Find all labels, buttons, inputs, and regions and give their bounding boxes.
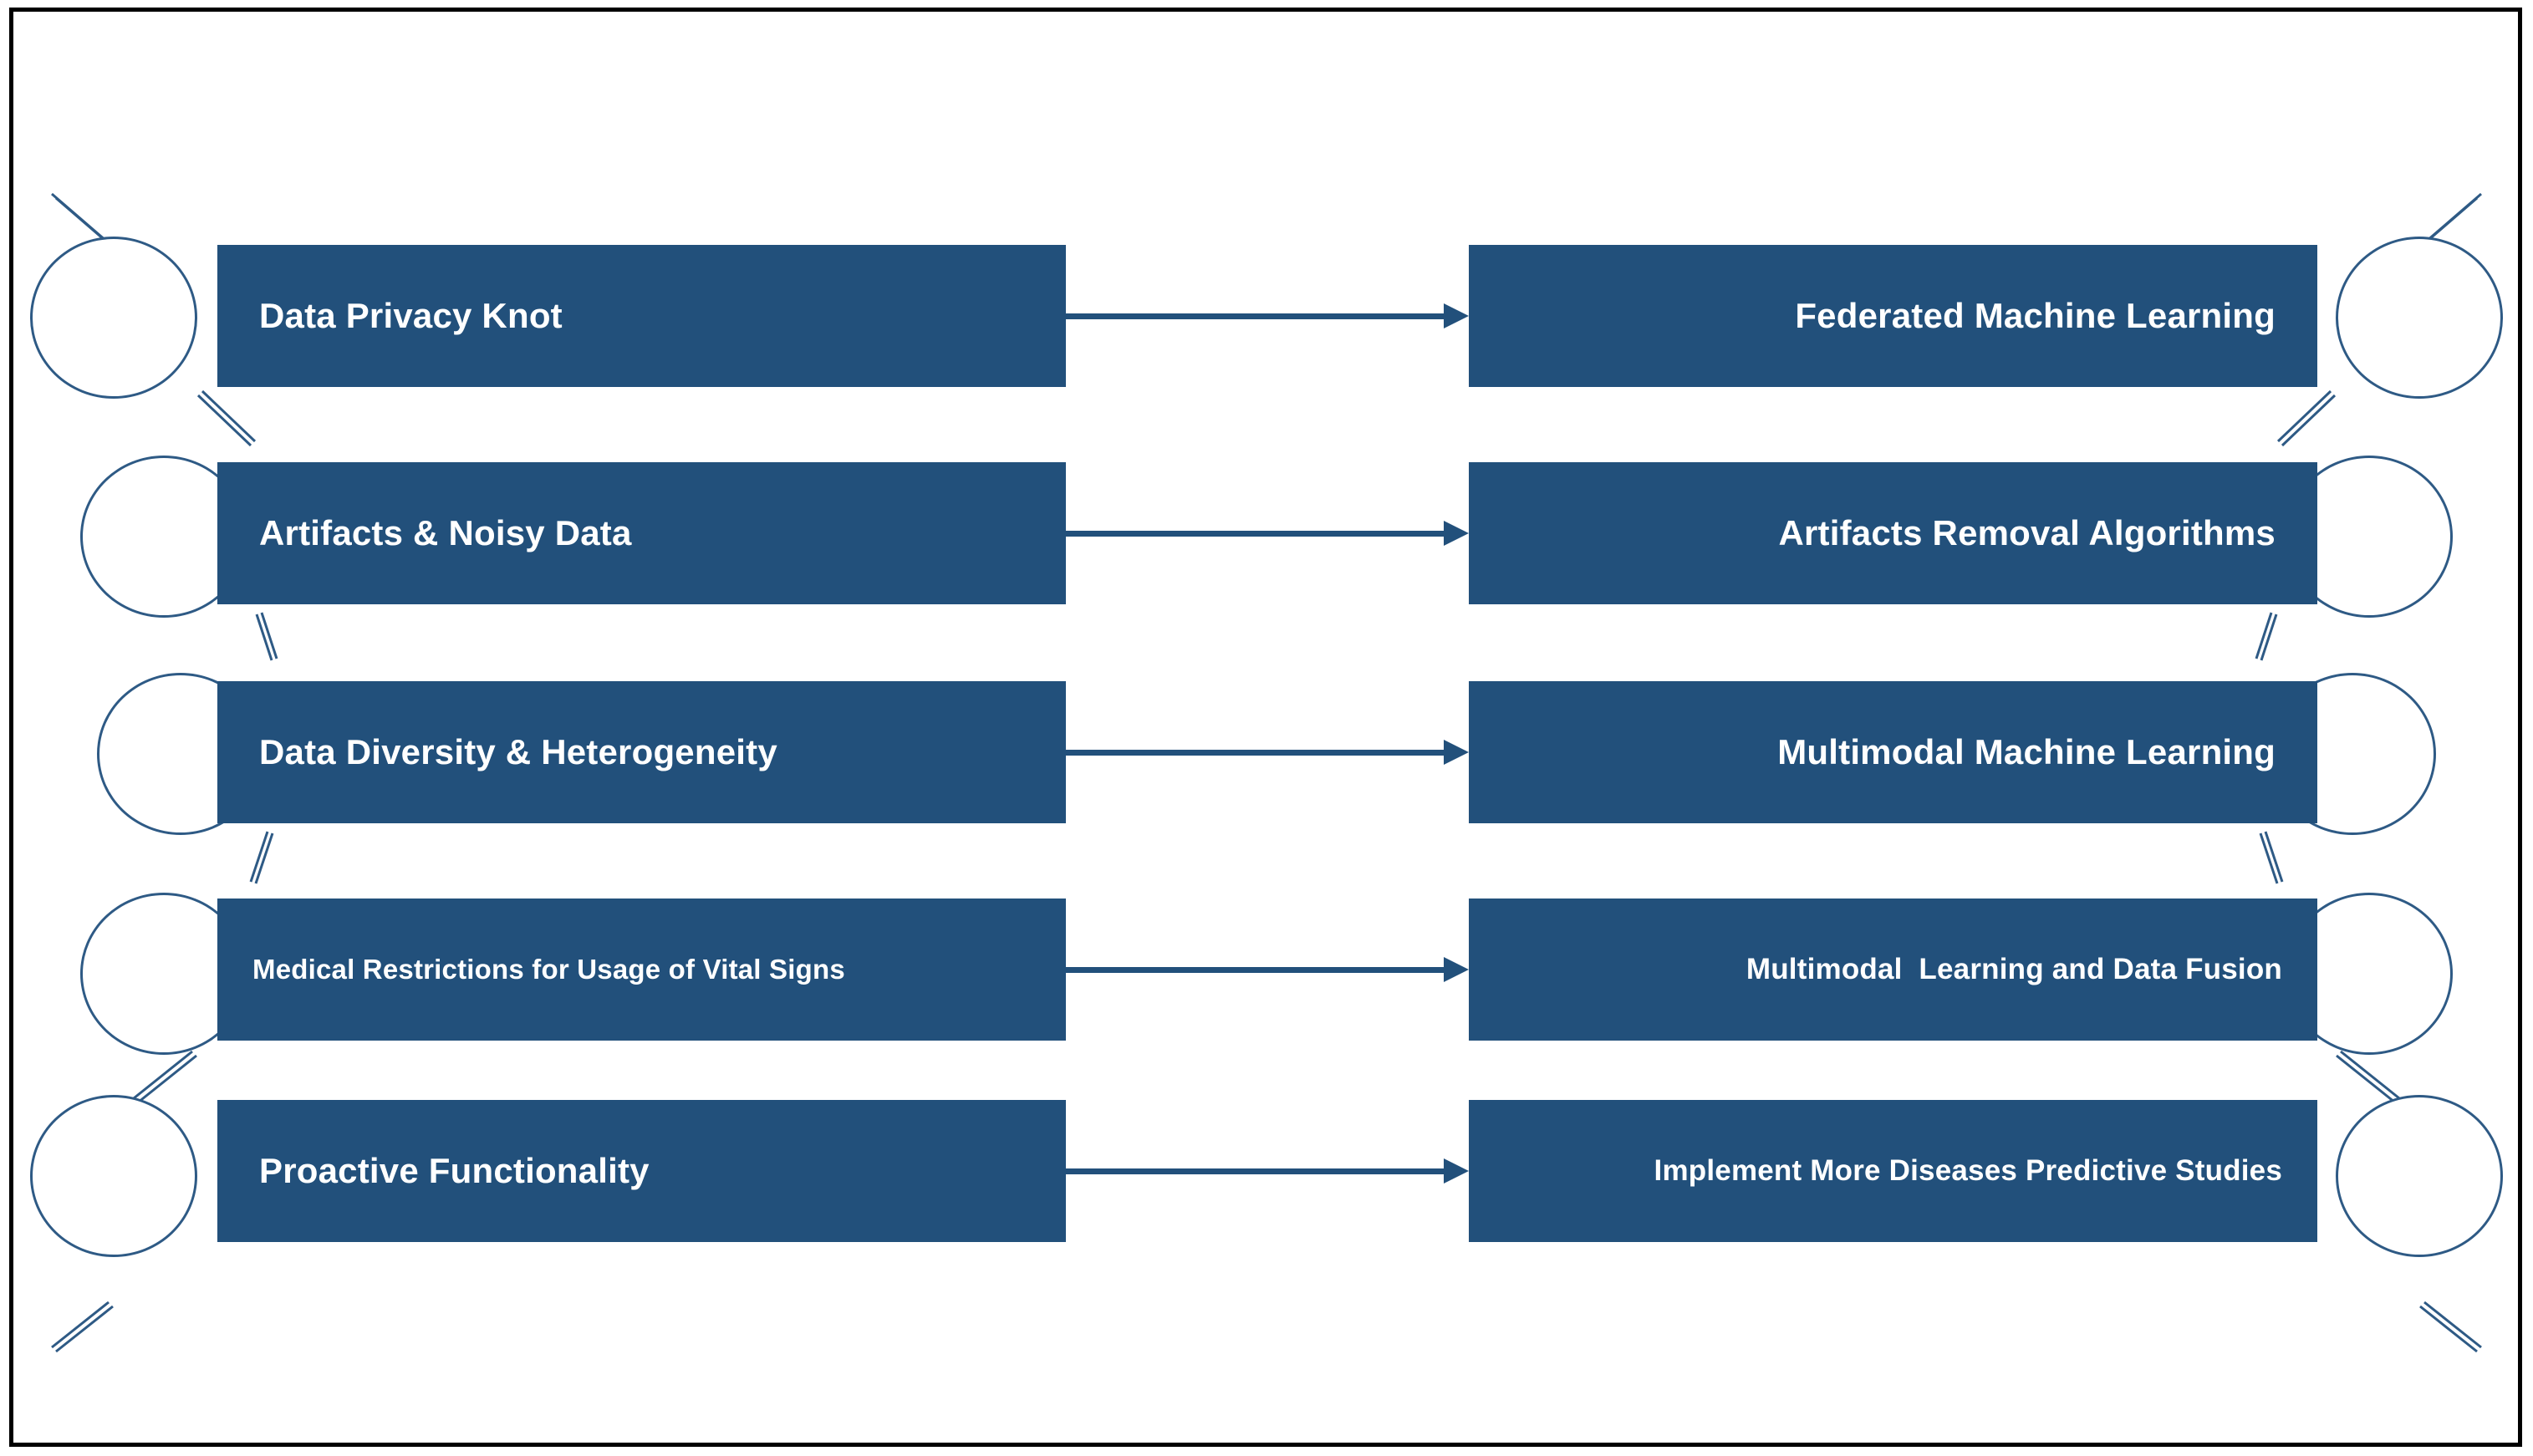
arrow-head-1 xyxy=(1444,303,1469,328)
arrow-shaft-5 xyxy=(1066,1168,1444,1174)
solution-label-2: Artifacts Removal Algorithms xyxy=(1778,512,2276,552)
solution-bar-3[interactable]: Multimodal Machine Learning xyxy=(1469,681,2317,823)
challenge-label-4: Medical Restrictions for Usage of Vital … xyxy=(252,953,845,985)
mapping-arrow-1 xyxy=(1066,303,1469,328)
solution-bar-4[interactable]: Multimodal Learning and Data Fusion xyxy=(1469,899,2317,1041)
node-circle-right-5[interactable] xyxy=(2336,1095,2503,1257)
mapping-arrow-2 xyxy=(1066,521,1469,546)
arrow-head-4 xyxy=(1444,957,1469,982)
challenge-label-2: Artifacts & Noisy Data xyxy=(259,512,632,552)
solution-label-3: Multimodal Machine Learning xyxy=(1777,731,2276,771)
mapping-arrow-4 xyxy=(1066,957,1469,982)
challenge-bar-5[interactable]: Proactive Functionality xyxy=(217,1100,1066,1242)
challenge-label-1: Data Privacy Knot xyxy=(259,295,563,335)
arrow-shaft-1 xyxy=(1066,313,1444,319)
mapping-arrow-5 xyxy=(1066,1158,1469,1184)
challenge-bar-3[interactable]: Data Diversity & Heterogeneity xyxy=(217,681,1066,823)
arrow-shaft-2 xyxy=(1066,531,1444,537)
arrow-head-3 xyxy=(1444,740,1469,765)
solution-label-5: Implement More Diseases Predictive Studi… xyxy=(1654,1153,2282,1187)
solution-label-4: Multimodal Learning and Data Fusion xyxy=(1746,952,2282,985)
solution-label-1: Federated Machine Learning xyxy=(1795,295,2276,335)
mapping-arrow-3 xyxy=(1066,740,1469,765)
challenge-bar-2[interactable]: Artifacts & Noisy Data xyxy=(217,462,1066,604)
challenge-bar-1[interactable]: Data Privacy Knot xyxy=(217,245,1066,387)
solution-bar-2[interactable]: Artifacts Removal Algorithms xyxy=(1469,462,2317,604)
solution-bar-5[interactable]: Implement More Diseases Predictive Studi… xyxy=(1469,1100,2317,1242)
challenge-label-3: Data Diversity & Heterogeneity xyxy=(259,731,777,771)
solution-bar-1[interactable]: Federated Machine Learning xyxy=(1469,245,2317,387)
arrow-head-2 xyxy=(1444,521,1469,546)
challenge-label-5: Proactive Functionality xyxy=(259,1150,650,1190)
diagram-frame-border xyxy=(9,8,2522,1447)
node-circle-left-1[interactable] xyxy=(30,237,197,399)
arrow-head-5 xyxy=(1444,1158,1469,1184)
arrow-shaft-3 xyxy=(1066,750,1444,756)
arrow-shaft-4 xyxy=(1066,967,1444,973)
node-circle-right-1[interactable] xyxy=(2336,237,2503,399)
challenge-bar-4[interactable]: Medical Restrictions for Usage of Vital … xyxy=(217,899,1066,1041)
node-circle-left-5[interactable] xyxy=(30,1095,197,1257)
